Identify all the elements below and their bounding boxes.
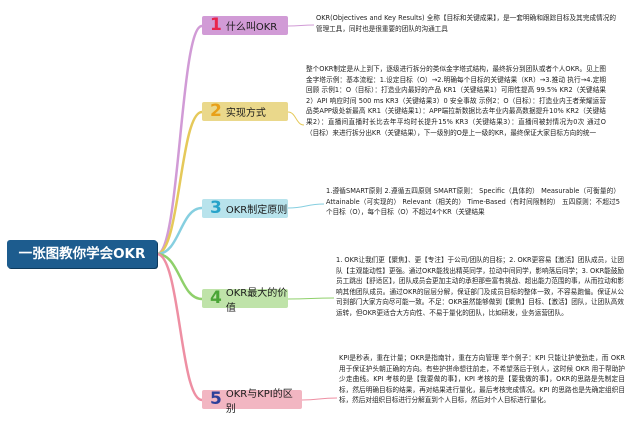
- branch-number: 5: [210, 389, 222, 409]
- note-connector-1: [287, 24, 315, 27]
- branch-number: 3: [210, 198, 222, 218]
- note-principles: 1.遵循SMART原则 2.遵循五四原则 SMART原则： Specific（具…: [326, 187, 620, 217]
- branch-number: 4: [210, 288, 222, 308]
- branch-number: 2: [210, 101, 222, 121]
- connector-2: [156, 110, 203, 256]
- branch-label: 什么叫OKR: [225, 22, 278, 33]
- connector-1: [156, 24, 203, 256]
- connector-5: [156, 252, 203, 402]
- note-value: 1. OKR让我们更【聚焦】、更【专注】于公司/团队的目标；2. OKR更容易【…: [336, 256, 624, 317]
- connector-3: [156, 206, 203, 256]
- connector-4: [156, 252, 203, 301]
- note-connector-4: [287, 297, 335, 300]
- note-connector-5: [301, 397, 338, 401]
- note-implementation: 整个OKR制定是从上到下，逐级进行拆分的类似金字塔式结构，最终拆分到团队或者个人…: [306, 65, 606, 137]
- branch-label: 实现方式: [225, 108, 266, 119]
- root-topic[interactable]: 一张图教你学会OKR: [7, 240, 157, 268]
- branch-what-is-okr[interactable]: 1 什么叫OKR: [202, 16, 288, 35]
- branch-okr-vs-kpi[interactable]: 5 OKR与KPI的区别: [202, 389, 302, 415]
- branch-label: OKR与KPI的区别: [225, 388, 293, 415]
- branch-implementation[interactable]: 2 实现方式: [202, 102, 288, 121]
- note-connector-3: [287, 203, 325, 209]
- branch-label: OKR制定原则: [225, 205, 288, 216]
- note-connector-2: [287, 111, 305, 126]
- branch-number: 1: [210, 15, 222, 35]
- note-what-is-okr: OKR(Objectives and Key Results) 全称【目标和关键…: [316, 14, 616, 33]
- branch-label: OKR最大的价值: [225, 287, 288, 314]
- note-okr-vs-kpi: KPI是秒表，重在计量；OKR是指南针，重在方向管理 举个例子：KPI 只能让护…: [339, 354, 625, 405]
- branch-value[interactable]: 4 OKR最大的价值: [202, 288, 288, 314]
- branch-principles[interactable]: 3 OKR制定原则: [202, 199, 288, 218]
